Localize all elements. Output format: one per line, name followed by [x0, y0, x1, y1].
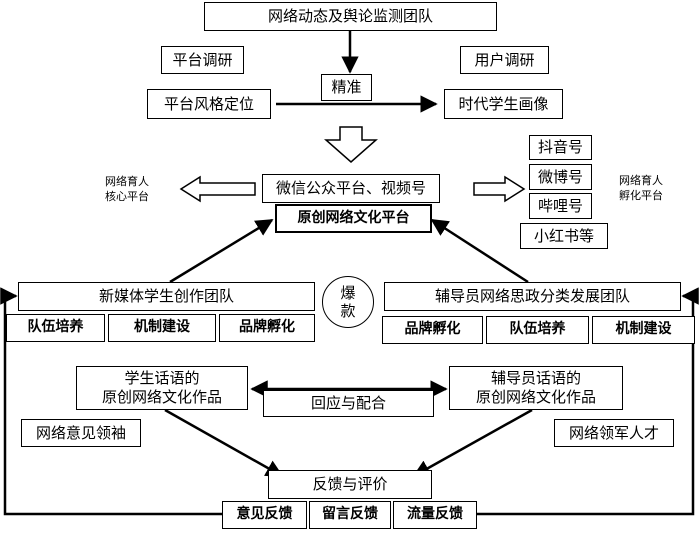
core-platform-box: 微信公众平台、视频号: [262, 174, 440, 203]
student-team-box: 新媒体学生创作团队: [18, 282, 315, 311]
feedback-tag-opinion: 意见反馈: [222, 501, 307, 529]
right-tag-brand: 品牌孵化: [382, 316, 483, 344]
feedback-tag-traffic: 流量反馈: [393, 501, 477, 529]
top-team-box: 网络动态及舆论监测团队: [204, 2, 497, 31]
student-works-box: 学生话语的 原创网络文化作品: [76, 366, 248, 410]
incubation-platform-note: 网络育人 孵化平台: [619, 174, 663, 202]
hollow-left-arrow: [179, 175, 256, 203]
opinion-leader-box: 网络意见领袖: [21, 419, 141, 447]
arrow-right-feedback-loop: [476, 287, 699, 516]
feedback-tag-comment: 留言反馈: [309, 501, 391, 529]
right-tag-team-training: 队伍培养: [486, 316, 589, 344]
left-tag-mechanism: 机制建设: [108, 314, 216, 342]
hollow-down-arrow: [324, 126, 378, 163]
user-research-box: 用户调研: [460, 46, 549, 74]
right-tag-mechanism: 机制建设: [592, 316, 695, 344]
arrow-left-feedback-loop: [0, 287, 222, 516]
left-tag-brand: 品牌孵化: [219, 314, 315, 342]
student-portrait-box: 时代学生画像: [444, 89, 563, 119]
precise-box: 精准: [321, 74, 372, 101]
platform-positioning-box: 平台风格定位: [147, 89, 271, 119]
arrow-counselor-works-to-feedback: [412, 408, 533, 478]
hollow-right-arrow: [473, 175, 526, 203]
arrow-student-works-to-feedback: [164, 408, 284, 478]
network-leader-box: 网络领军人才: [554, 419, 674, 447]
platform-weibo: 微博号: [529, 164, 592, 190]
explosive-circle: 爆 款: [322, 276, 374, 328]
arrow-student-team-to-platform: [169, 218, 274, 284]
counselor-team-box: 辅导员网络思政分类发展团队: [384, 282, 681, 311]
platform-research-box: 平台调研: [161, 46, 244, 74]
original-platform-box: 原创网络文化平台: [275, 204, 432, 233]
counselor-works-box: 辅导员话语的 原创网络文化作品: [449, 366, 623, 410]
platform-douyin: 抖音号: [529, 135, 592, 160]
core-platform-note: 网络育人 核心平台: [105, 175, 149, 203]
left-tag-team-training: 队伍培养: [6, 314, 105, 342]
platform-xiaohongshu: 小红书等: [520, 223, 608, 249]
respond-box: 回应与配合: [263, 390, 434, 417]
platform-bilibili: 哔哩号: [529, 193, 592, 219]
arrow-counselor-team-to-platform: [430, 218, 529, 284]
feedback-box: 反馈与评价: [268, 470, 432, 499]
